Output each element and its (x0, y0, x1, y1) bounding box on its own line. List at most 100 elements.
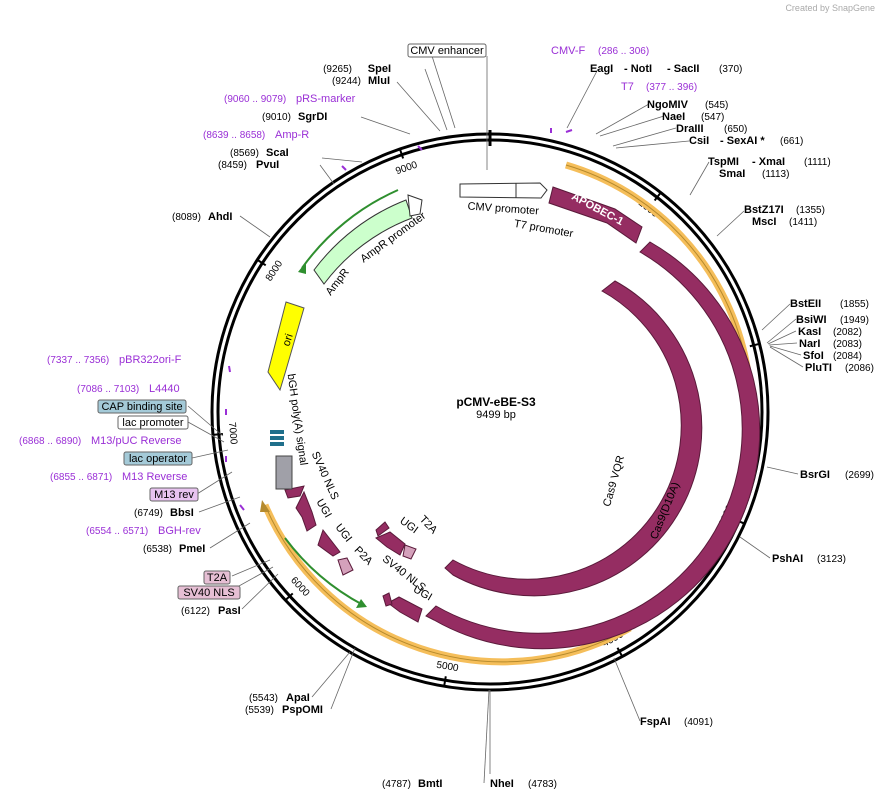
bgh-polya-box (275, 455, 293, 490)
site-mlui: MluI (368, 75, 390, 87)
primer-pbr322ori-f-range: (7337 .. 7356) (47, 355, 109, 366)
site-draiii-pos: (650) (724, 124, 747, 135)
tick-mark (257, 259, 267, 267)
primer-prs-marker-range: (9060 .. 9079) (224, 94, 286, 105)
t2a-box (402, 544, 417, 560)
lac-operator-mark (270, 442, 284, 446)
primer-t7-range: (377 .. 396) (646, 82, 697, 93)
primer-bgh-rev: BGH-rev (158, 525, 201, 537)
box-t2a (203, 570, 231, 585)
snapgene-credit: Created by SnapGene (785, 3, 875, 13)
primer-m13-reverse: M13 Reverse (122, 471, 187, 483)
feature-t7-promoter: T7 promoter (513, 218, 574, 240)
site-bsiwi-pos: (1949) (840, 315, 869, 326)
site-sfoi-pos: (2084) (833, 351, 862, 362)
primer-m13-puc-reverse-range: (6868 .. 6890) (19, 436, 81, 447)
site-draiii: DraIII (676, 123, 704, 135)
site-bsteii-pos: (1855) (840, 299, 869, 310)
site-pspomi: PspOMI (282, 704, 323, 716)
tick-mark (653, 192, 661, 202)
lac-promoter-mark (270, 436, 284, 440)
site-sacii-name: SacII (674, 63, 700, 75)
primer-m13-reverse-range: (6855 .. 6871) (50, 472, 112, 483)
sv40-nls-box-2 (382, 592, 393, 607)
site-ahdi-pos: (8089) (172, 212, 201, 223)
plasmid-name: pCMV-eBE-S3 (456, 395, 536, 409)
site-pshai: PshAI (772, 553, 803, 565)
site-ngomiv: NgoMIV (647, 99, 689, 111)
site-naei: NaeI (662, 111, 685, 123)
site-pasi-pos: (6122) (181, 606, 210, 617)
site-bsteii: BstEII (790, 298, 821, 310)
apobec-arc (548, 186, 643, 244)
ugi-arrow-2 (317, 528, 341, 557)
site-pmei: PmeI (179, 543, 205, 555)
primer-cmv-f: CMV-F (551, 45, 586, 57)
amp-r-mark (341, 165, 347, 171)
site-bsrgi: BsrGI (800, 469, 830, 481)
site-msci-pos: (1411) (789, 217, 817, 228)
site-scai-pos: (8569) (230, 148, 259, 159)
site-bbsi-pos: (6749) (134, 508, 163, 519)
primer-m13-puc-reverse: M13/pUC Reverse (91, 435, 181, 447)
green-arrow-bottom (356, 599, 367, 608)
site-msci: MscI (752, 216, 776, 228)
primer-amp-r: Amp-R (275, 129, 309, 141)
site-pasi: PasI (218, 605, 241, 617)
tick-label: 9000 (394, 159, 419, 177)
pbr322-mark (228, 365, 231, 373)
site-tspmi: TspMI (708, 156, 739, 168)
site-bmti-pos: (4787) (382, 779, 411, 790)
site-spei-pos: (9265) (323, 64, 352, 75)
bgh-rev-mark (239, 504, 245, 511)
cap-site-mark (270, 430, 284, 434)
tick-label: 8000 (264, 258, 286, 283)
site-noti-name: NotI (631, 63, 652, 75)
site-nari-pos: (2083) (833, 339, 862, 350)
plasmid-length: 9499 bp (476, 409, 516, 421)
box-lac-operator-label: lac operator (129, 453, 187, 465)
site-spei: SpeI (368, 63, 391, 75)
feature-bgh-polya: bGH poly(A) signal (285, 373, 310, 466)
leader-lines (187, 55, 804, 784)
primer-amp-r-range: (8639 .. 8658) (203, 130, 265, 141)
box-cmv-enhancer (407, 43, 487, 58)
orange-arc-bottom-core (264, 504, 631, 663)
tick-label: 7000 (226, 422, 239, 446)
site-xmai-name: XmaI (759, 156, 785, 168)
site-scai: ScaI (266, 147, 289, 159)
site-bmti: BmtI (418, 778, 442, 790)
site-pspomi-pos: (5539) (245, 705, 274, 716)
green-line-ampr (301, 189, 399, 269)
primer-t7: T7 (621, 81, 634, 93)
site-sexai: - SexAI * (720, 135, 765, 147)
feature-ugi-3: UGI (397, 515, 420, 536)
tick-mark (443, 676, 447, 686)
box-lac-promoter (117, 415, 189, 430)
site-bsrgi-pos: (2699) (845, 470, 874, 481)
site-naei-pos: (547) (701, 112, 724, 123)
site-fspai-pos: (4091) (684, 717, 713, 728)
feature-t2a: T2A (417, 513, 440, 536)
site-noti: - NotI (624, 63, 652, 75)
site-pluti: PluTI (805, 362, 832, 374)
site-sgrdi-pos: (9010) (262, 112, 291, 123)
site-sacii-pos: (370) (719, 64, 742, 75)
ugi-tail (375, 521, 390, 537)
feature-ugi-2: UGI (333, 522, 355, 545)
site-mlui-pos: (9244) (332, 76, 361, 87)
feature-ugi-4: UGI (411, 583, 434, 603)
cas9-vqr-arc (444, 280, 703, 597)
feature-cmv-promoter: CMV promoter (467, 201, 540, 218)
site-bstz17i-pos: (1355) (796, 205, 825, 216)
site-pvui: PvuI (256, 159, 279, 171)
box-m13-rev (149, 487, 199, 502)
site-sexai-name: SexAI * (727, 135, 766, 147)
cmv-promoter-arrow (459, 182, 548, 199)
box-m13-rev-label: M13 rev (154, 489, 194, 501)
feature-ori: ori (281, 332, 296, 347)
box-sv40-nls-label: SV40 NLS (183, 587, 234, 599)
site-csii: CsiI (689, 135, 709, 147)
ugi-arrow-1 (295, 490, 317, 532)
site-nhei-pos: (4783) (528, 779, 557, 790)
